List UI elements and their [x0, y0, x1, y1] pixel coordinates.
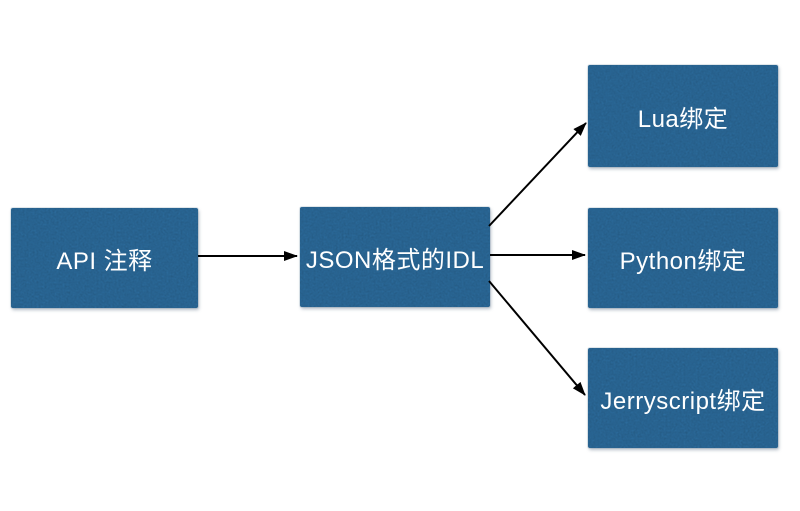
edge-idl-to-lua [488, 122, 587, 227]
node-label-api: API 注释 [56, 247, 153, 275]
node-lua-binding: Lua绑定 [588, 65, 778, 167]
node-label-python: Python绑定 [619, 247, 747, 275]
node-label-lua: Lua绑定 [637, 105, 729, 133]
edge-idl-to-jerryscript [488, 280, 586, 396]
node-label-idl: JSON格式的IDL [305, 246, 485, 274]
node-label-jerryscript: Jerryscript绑定 [600, 387, 766, 415]
node-python-binding: Python绑定 [588, 208, 778, 308]
node-api-annotation: API 注释 [11, 208, 198, 308]
node-json-idl: JSON格式的IDL [300, 207, 490, 307]
node-jerryscript-binding: Jerryscript绑定 [588, 348, 778, 448]
